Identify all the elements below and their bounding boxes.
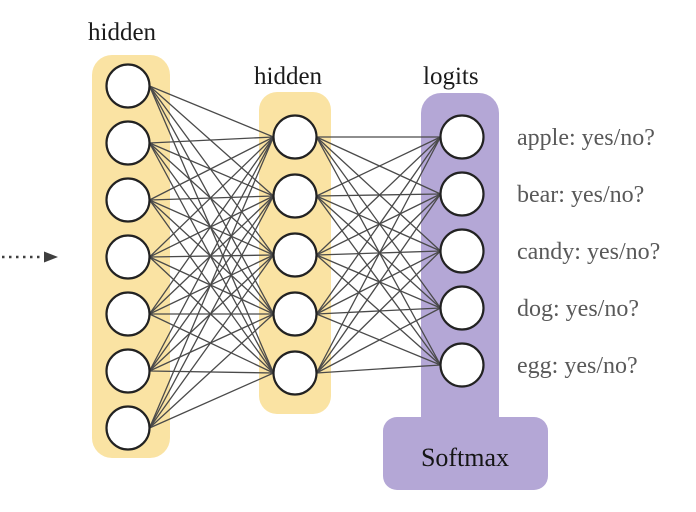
edge: [149, 313, 274, 374]
edge: [316, 250, 441, 374]
edge: [316, 195, 441, 252]
neuron-node-hidden-2-1: [272, 114, 318, 160]
edge: [148, 199, 275, 374]
edge: [315, 195, 442, 366]
edge: [149, 199, 274, 256]
input-arrow: [2, 251, 58, 263]
edge: [316, 307, 441, 315]
edge: [316, 254, 441, 309]
edge: [148, 136, 275, 429]
edge: [149, 142, 274, 197]
edge: [315, 136, 442, 374]
output-label-egg: egg: yes/no?: [517, 353, 638, 379]
edge: [149, 256, 274, 315]
neuron-node-logits-4: [439, 285, 485, 331]
softmax-label: Softmax: [421, 443, 509, 472]
edge: [316, 136, 441, 195]
logits-layer-label: logits: [423, 63, 479, 90]
edge: [316, 254, 441, 366]
neuron-node-logits-2: [439, 171, 485, 217]
edge: [315, 136, 442, 315]
edge: [315, 193, 442, 374]
output-label-candy: candy: yes/no?: [517, 239, 660, 265]
neuron-node-hidden-2-5: [272, 350, 318, 396]
edge: [316, 136, 441, 197]
edge: [149, 199, 274, 315]
neuron-node-hidden-1-3: [105, 177, 151, 223]
neuron-node-logits-1: [439, 114, 485, 160]
edge: [316, 307, 441, 374]
neuron-node-hidden-2-2: [272, 173, 318, 219]
neuron-node-logits-3: [439, 228, 485, 274]
edge: [316, 136, 441, 256]
edge: [316, 193, 441, 197]
edge: [149, 136, 274, 201]
neuron-node-hidden-2-4: [272, 291, 318, 337]
neuron-node-hidden-1-6: [105, 348, 151, 394]
output-label-dog: dog: yes/no?: [517, 296, 639, 322]
edge: [149, 136, 274, 144]
edge: [148, 142, 275, 315]
edge: [149, 313, 274, 429]
edge: [316, 136, 441, 252]
neuron-node-logits-5: [439, 342, 485, 388]
edge: [315, 136, 442, 309]
neuron-node-hidden-2-3: [272, 232, 318, 278]
edge: [316, 250, 441, 256]
edge: [316, 364, 441, 374]
edge: [148, 142, 275, 374]
edge: [316, 313, 441, 366]
neuron-node-hidden-1-4: [105, 234, 151, 280]
input-arrowhead-icon: [44, 251, 58, 263]
neuron-node-hidden-1-1: [105, 63, 151, 109]
edge: [149, 372, 274, 429]
edge: [149, 85, 274, 197]
hidden-layer-2-label: hidden: [254, 63, 323, 90]
edge: [316, 195, 441, 309]
softmax-box: [383, 417, 548, 490]
neuron-nodes: [105, 63, 485, 451]
edge: [149, 256, 274, 374]
output-label-bear: bear: yes/no?: [517, 182, 644, 208]
edge-lines: [148, 85, 442, 429]
output-labels: apple: yes/no? bear: yes/no? candy: yes/…: [517, 125, 660, 379]
output-label-apple: apple: yes/no?: [517, 125, 655, 151]
edge: [148, 254, 275, 429]
edge: [149, 85, 274, 138]
neuron-node-hidden-1-7: [105, 405, 151, 451]
edge: [149, 254, 274, 258]
edge: [148, 136, 275, 372]
edge: [148, 85, 275, 256]
edge: [148, 136, 275, 315]
edge: [149, 142, 274, 256]
hidden-layer-1-label: hidden: [88, 19, 157, 46]
edge: [148, 85, 275, 315]
edge: [149, 195, 274, 201]
edge: [315, 136, 442, 366]
edge: [149, 136, 274, 258]
neuron-node-hidden-1-2: [105, 120, 151, 166]
neuron-node-hidden-1-5: [105, 291, 151, 337]
edge: [149, 370, 274, 374]
edge: [148, 195, 275, 429]
